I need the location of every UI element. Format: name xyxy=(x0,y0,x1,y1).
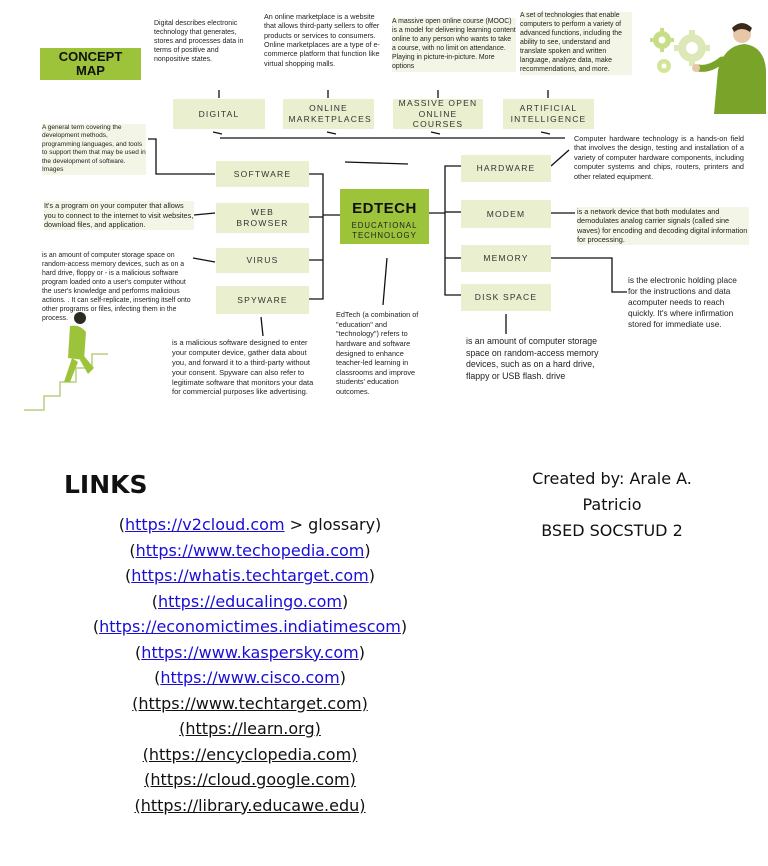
node-edtech: EDTECH EDUCATIONAL TECHNOLOGY xyxy=(340,189,429,244)
link-cloud-google[interactable]: (https://cloud.google.com) xyxy=(144,770,356,789)
person-figure xyxy=(692,23,766,114)
link-close-paren: ) xyxy=(368,566,375,585)
modem-desc: is a network device that both modulates … xyxy=(577,207,749,245)
node-mooc: MASSIVE OPEN ONLINE COURSES xyxy=(393,98,483,130)
node-web-browser: WEB BROWSER xyxy=(216,203,309,233)
online-marketplaces-desc: An online marketplace is a website that … xyxy=(264,12,380,68)
link-open-paren: ( xyxy=(92,617,100,636)
node-online-marketplaces: ONLINE MARKETPLACES xyxy=(283,99,374,129)
disk-space-desc: is an amount of computer storage space o… xyxy=(466,336,599,381)
link-close-paren: ) xyxy=(364,540,371,560)
link-techopedia[interactable]: https://www.techopedia.com xyxy=(135,540,365,560)
link-close-paren: ) xyxy=(358,642,365,662)
link-open-paren: ( xyxy=(125,566,132,585)
concept-map-title-text: CONCEPT MAP xyxy=(58,49,123,78)
node-web-browser-label: WEB BROWSER xyxy=(236,207,289,228)
links-list: (https://v2cloud.com > glossary) (https:… xyxy=(40,512,460,818)
node-modem: MODEM xyxy=(461,200,551,228)
edtech-desc: EdTech (a combination of "education" and… xyxy=(336,310,419,396)
link-row: (https://v2cloud.com > glossary) xyxy=(40,512,460,538)
web-browser-desc: It's a program on your computer that all… xyxy=(44,201,194,230)
link-open-paren: ( xyxy=(154,668,161,687)
node-software-label: SOFTWARE xyxy=(233,168,292,179)
climbing-person-figure xyxy=(64,312,94,382)
node-spyware-label: SPYWARE xyxy=(237,294,288,305)
link-economictimes[interactable]: https://economictimes.indiatimescom xyxy=(99,617,401,636)
edtech-subtitle: EDUCATIONAL TECHNOLOGY xyxy=(351,221,418,240)
node-memory-label: MEMORY xyxy=(483,253,529,264)
node-digital: DIGITAL xyxy=(173,99,265,129)
link-v2cloud[interactable]: https://v2cloud.com xyxy=(124,515,285,534)
node-disk-space-label: DISK SPACE xyxy=(474,292,538,303)
link-techtarget[interactable]: (https://www.techtarget.com) xyxy=(132,693,368,713)
node-virus: VIRUS xyxy=(216,248,309,273)
link-kaspersky[interactable]: https://www.kaspersky.com xyxy=(141,642,359,662)
node-ai-label: ARTIFICIAL INTELLIGENCE xyxy=(510,103,587,124)
mooc-desc: A massive open online course (MOOC) is a… xyxy=(392,18,516,72)
link-learn-org[interactable]: (https://learn.org) xyxy=(179,719,321,738)
link-open-paren: ( xyxy=(118,515,125,534)
link-encyclopedia[interactable]: (https://encyclopedia.com) xyxy=(142,744,358,764)
link-close-paren: ) xyxy=(400,617,408,636)
link-whatis-techtarget[interactable]: https://whatis.techtarget.com xyxy=(131,566,369,585)
links-heading: LINKS xyxy=(64,470,148,499)
gear-icon xyxy=(650,28,674,52)
node-spyware: SPYWARE xyxy=(216,286,309,314)
link-open-paren: ( xyxy=(135,642,142,662)
node-hardware-label: HARDWARE xyxy=(476,163,536,174)
credits-line-1: Created by: Arale A. xyxy=(532,469,692,488)
staircase-illustration xyxy=(24,312,108,411)
link-close-paren: ) xyxy=(339,668,346,687)
hardware-desc: Computer hardware technology is a hands-… xyxy=(574,134,744,181)
node-memory: MEMORY xyxy=(461,245,551,272)
link-cisco[interactable]: https://www.cisco.com xyxy=(160,668,340,687)
digital-desc: Digital describes electronic technology … xyxy=(154,20,244,64)
link-row: (https://www.techopedia.com) xyxy=(40,538,460,564)
link-row: (https://whatis.techtarget.com) xyxy=(40,563,460,589)
gear-icon xyxy=(674,30,710,66)
credits: Created by: Arale A. Patricio BSED SOCST… xyxy=(492,466,732,544)
link-educalingo[interactable]: https://educalingo.com xyxy=(157,591,343,611)
link-row: (https://educalingo.com) xyxy=(40,589,460,615)
link-suffix: > glossary) xyxy=(284,515,382,534)
node-disk-space: DISK SPACE xyxy=(461,284,551,311)
virus-desc: is an amount of computer storage space o… xyxy=(42,252,191,322)
credits-line-3: BSED SOCSTUD 2 xyxy=(541,521,683,540)
software-desc: A general term covering the development … xyxy=(42,124,146,175)
link-close-paren: ) xyxy=(342,591,349,611)
link-open-paren: ( xyxy=(151,591,158,611)
node-hardware: HARDWARE xyxy=(461,155,551,182)
person-with-gears-illustration xyxy=(650,23,766,114)
node-ai: ARTIFICIAL INTELLIGENCE xyxy=(503,99,594,129)
link-row: (https://www.kaspersky.com) xyxy=(40,640,460,666)
node-digital-label: DIGITAL xyxy=(198,108,240,119)
gear-icon xyxy=(657,59,671,73)
link-library-educawe[interactable]: (https://library.educawe.edu) xyxy=(134,795,366,815)
link-row: (https://economictimes.indiatimescom) xyxy=(40,614,460,640)
link-row: (https://www.cisco.com) xyxy=(40,665,460,691)
ai-desc: A set of technologies that enable comput… xyxy=(520,12,632,75)
node-modem-label: MODEM xyxy=(486,208,526,219)
node-virus-label: VIRUS xyxy=(246,255,279,266)
concept-map-title: CONCEPT MAP xyxy=(40,48,141,80)
node-mooc-label: MASSIVE OPEN ONLINE COURSES xyxy=(398,98,478,130)
credits-line-2: Patricio xyxy=(582,495,642,514)
spyware-desc: is a malicious software designed to ente… xyxy=(172,338,314,397)
node-online-marketplaces-label: ONLINE MARKETPLACES xyxy=(288,103,372,124)
memory-desc: is the electronic holding place for the … xyxy=(628,275,737,329)
link-open-paren: ( xyxy=(129,540,136,560)
edtech-title: EDTECH xyxy=(352,200,417,217)
node-software: SOFTWARE xyxy=(216,161,309,187)
